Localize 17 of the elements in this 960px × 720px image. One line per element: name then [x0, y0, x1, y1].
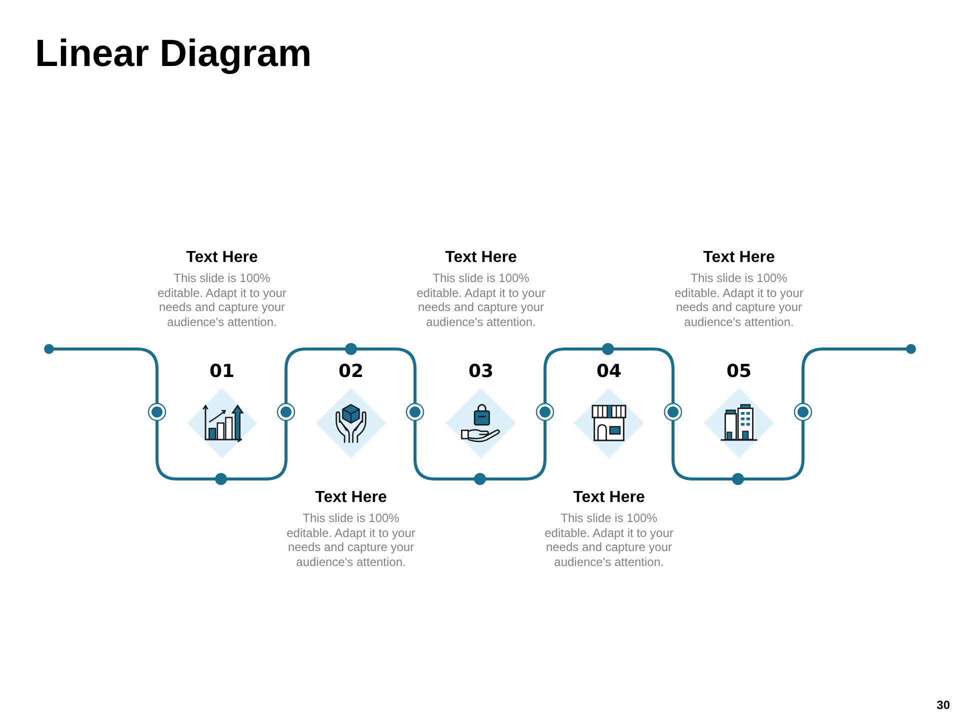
step-heading: Text Here [445, 248, 517, 268]
step-number: 02 [338, 360, 364, 384]
step-heading: Text Here [573, 488, 645, 508]
step-number: 01 [209, 360, 235, 384]
page-title: Linear Diagram [35, 32, 312, 76]
step-description: This slide is 100% editable. Adapt it to your needs and capture your audience's attention. [156, 271, 288, 329]
step-description: This slide is 100% editable. Adapt it to your needs and capture your audience's attention. [286, 511, 416, 569]
step-number: 05 [726, 360, 752, 384]
step-number: 03 [468, 360, 494, 384]
step-description: This slide is 100% editable. Adapt it to your needs and capture your audience's attention. [544, 511, 674, 569]
page-number: 30 [936, 697, 950, 713]
step-description: This slide is 100% editable. Adapt it to your needs and capture your audience's attention. [674, 271, 804, 329]
step-description: This slide is 100% editable. Adapt it to your needs and capture your audience's attention. [416, 271, 546, 329]
step-heading: Text Here [186, 248, 258, 268]
step-number: 04 [596, 360, 622, 384]
step-heading: Text Here [703, 248, 775, 268]
step-heading: Text Here [315, 488, 387, 508]
